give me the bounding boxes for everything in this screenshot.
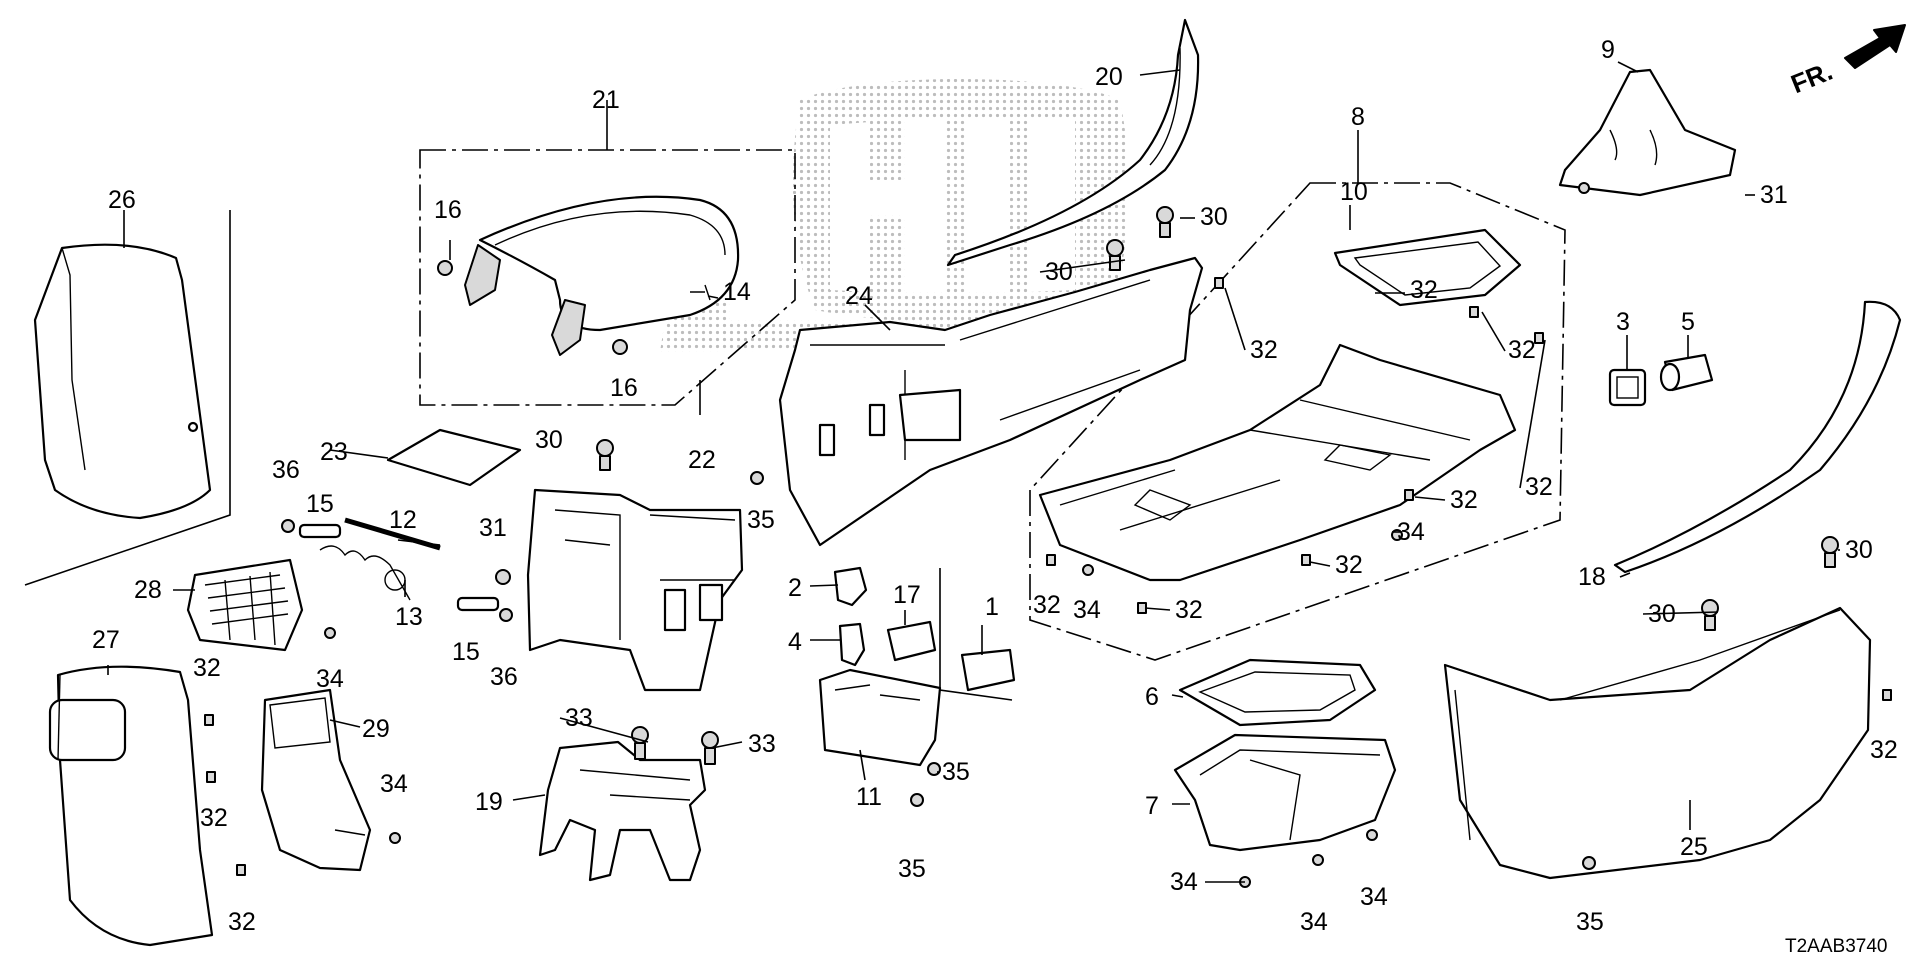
part-label: 31 <box>479 514 507 542</box>
part-label: 5 <box>1681 308 1695 336</box>
part-label: 10 <box>1340 178 1368 206</box>
part-label: 34 <box>316 665 344 693</box>
part-label: 32 <box>1335 551 1363 579</box>
part-label: 21 <box>592 86 620 114</box>
part-labels: 1 2 3 4 5 6 7 8 9 10 11 12 13 14 15 15 1… <box>92 36 1898 936</box>
part-label: 17 <box>893 581 921 609</box>
part-label: 32 <box>193 654 221 682</box>
side-panel-25 <box>1443 606 1872 880</box>
front-direction-label: FR. <box>1787 56 1837 100</box>
part-label: 35 <box>747 506 775 534</box>
cover-1 <box>960 648 1016 692</box>
part-label: 16 <box>434 196 462 224</box>
pin-15a <box>298 523 342 539</box>
part-label: 19 <box>475 788 503 816</box>
part-label: 31 <box>1760 181 1788 209</box>
bezel-6 <box>1178 658 1377 727</box>
clip-2 <box>833 566 868 607</box>
part-label: 11 <box>856 783 882 811</box>
part-label: 32 <box>200 804 228 832</box>
part-label: 25 <box>1680 833 1708 861</box>
part-label: 4 <box>788 628 802 656</box>
part-label: 30 <box>1845 536 1873 564</box>
spring-13 <box>319 545 411 601</box>
part-label: 34 <box>1170 868 1198 896</box>
part-label: 22 <box>688 446 716 474</box>
part-label: 6 <box>1145 683 1159 711</box>
part-label: 7 <box>1145 792 1159 820</box>
front-direction-arrow: FR. <box>1787 24 1906 100</box>
part-label: 12 <box>389 506 417 534</box>
part-label: 24 <box>845 282 873 310</box>
part-label: 32 <box>1450 486 1478 514</box>
leader-lines <box>107 61 1691 830</box>
part-label: 15 <box>452 638 480 666</box>
socket-5 <box>1659 353 1714 392</box>
part-label: 35 <box>898 855 926 883</box>
part-label: 20 <box>1095 63 1123 91</box>
box-11 <box>818 668 942 767</box>
part-label: 32 <box>1525 473 1553 501</box>
part-label: 32 <box>1508 336 1536 364</box>
part-label: 30 <box>1200 203 1228 231</box>
part-label: 33 <box>565 704 593 732</box>
part-label: 27 <box>92 626 120 654</box>
rear-panel-27 <box>48 665 214 947</box>
group-21-frame <box>419 149 796 406</box>
part-label: 32 <box>1250 336 1278 364</box>
part-label: 18 <box>1578 563 1606 591</box>
vent-28 <box>186 558 304 652</box>
part-label: 32 <box>1410 276 1438 304</box>
part-label: 32 <box>1870 736 1898 764</box>
part-label: 35 <box>942 758 970 786</box>
base-bracket-19 <box>538 740 707 882</box>
part-label: 3 <box>1616 308 1630 336</box>
part-label: 34 <box>1360 883 1388 911</box>
part-label: 34 <box>1073 596 1101 624</box>
part-label: 23 <box>320 438 348 466</box>
part-label: 30 <box>1045 258 1073 286</box>
part-label: 26 <box>108 186 136 214</box>
part-label: 36 <box>490 663 518 691</box>
cup-holder-7 <box>1173 733 1397 852</box>
part-label: 32 <box>1175 596 1203 624</box>
part-label: 36 <box>272 456 300 484</box>
group-8-frame <box>1029 182 1566 661</box>
bracket-22 <box>526 488 744 692</box>
part-label: 2 <box>788 574 802 602</box>
part-label: 33 <box>748 730 776 758</box>
part-label: 15 <box>306 490 334 518</box>
rear-panel-26 <box>33 243 212 520</box>
part-label: 1 <box>985 593 999 621</box>
armrest-21 <box>437 195 740 356</box>
part-label: 14 <box>723 278 751 306</box>
trim-18 <box>1613 300 1902 574</box>
fastener-leaders <box>559 194 1840 883</box>
duct-29 <box>260 688 372 872</box>
trim-20 <box>946 18 1200 267</box>
part-label: 34 <box>380 770 408 798</box>
clip-4 <box>838 622 866 667</box>
console-side-24 <box>778 256 1204 547</box>
part-label: 28 <box>134 576 162 604</box>
pin-15b <box>456 596 500 612</box>
part-label: 9 <box>1601 36 1615 64</box>
cover-17 <box>886 620 937 662</box>
part-label: 34 <box>1300 908 1328 936</box>
part-label: 35 <box>1576 908 1604 936</box>
shift-boot-9 <box>1558 68 1737 197</box>
part-label: 32 <box>1033 591 1061 619</box>
pad-23 <box>386 428 522 487</box>
part-label: 13 <box>395 603 423 631</box>
part-label: 8 <box>1351 103 1365 131</box>
drawing-code: T2AAB3740 <box>1785 936 1887 957</box>
part-label: 32 <box>228 908 256 936</box>
tray-10 <box>1333 228 1522 307</box>
console-top-8 <box>1038 343 1517 582</box>
socket-3 <box>1608 368 1647 407</box>
part-label: 16 <box>610 374 638 402</box>
part-label: 29 <box>362 715 390 743</box>
part-label: 30 <box>535 426 563 454</box>
